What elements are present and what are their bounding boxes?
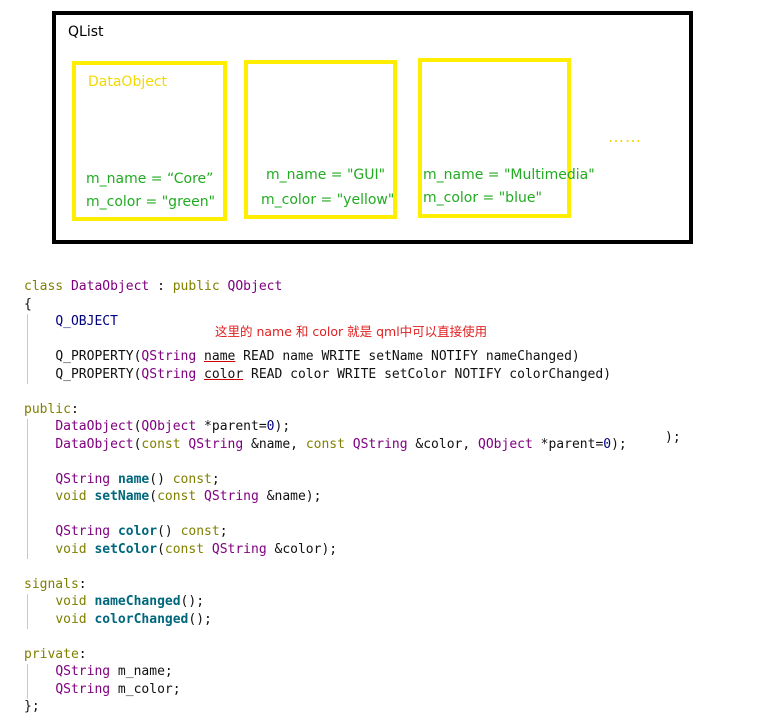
data-object-box-gui [244, 60, 397, 219]
code-line: QString m_name; [55, 664, 173, 679]
object1-color-prop: m_color = "green" [86, 194, 216, 210]
code-line: void nameChanged(); [55, 594, 205, 609]
code-line: QString color() const; [55, 524, 228, 539]
annotation-note: 这里的 name 和 color 就是 qml中可以直接使用 [215, 324, 488, 339]
code-line [24, 558, 627, 576]
stray-paren: ); [665, 430, 681, 445]
code-line [24, 453, 627, 471]
more-ellipsis: …… [608, 127, 642, 146]
code-line: class DataObject : public QObject [24, 279, 283, 294]
code-line: DataObject(QObject *parent=0); [55, 419, 291, 434]
code-line: Q_PROPERTY(QString name READ name WRITE … [55, 349, 580, 364]
code-line: void setName(const QString &name); [55, 489, 322, 504]
code-line: DataObject(const QString &name, const QS… [55, 436, 627, 452]
code-line: { [24, 296, 32, 312]
object1-name-prop: m_name = “Core” [86, 171, 214, 187]
object2-name-prop: m_name = "GUI" [266, 167, 386, 183]
indent-guide [27, 664, 28, 699]
code-line [24, 506, 627, 524]
object3-color-prop: m_color = "blue" [423, 190, 542, 206]
code-line: public: [24, 401, 79, 417]
qlist-title: QList [68, 24, 104, 40]
code-line: Q_PROPERTY(QString color READ color WRIT… [55, 366, 612, 382]
code-line: signals: [24, 576, 87, 592]
indent-guide [27, 594, 28, 629]
indent-guide [27, 419, 28, 559]
code-line: QString m_color; [55, 681, 181, 697]
code-line [24, 383, 627, 401]
code-line: Q_OBJECT [55, 314, 118, 329]
code-line: void setColor(const QString &color); [55, 541, 338, 557]
code-line: void colorChanged(); [55, 611, 212, 627]
object3-name-prop: m_name = "Multimedia" [423, 167, 595, 183]
data-object-box-core [72, 61, 227, 221]
code-line [24, 628, 627, 646]
code-line: }; [24, 699, 40, 714]
code-line: private: [24, 646, 87, 662]
qlist-container [52, 11, 693, 244]
indent-guide [27, 314, 28, 384]
data-object-box-multimedia [418, 58, 571, 218]
code-line: QString name() const; [55, 471, 220, 487]
data-object-title: DataObject [88, 74, 168, 90]
object2-color-prop: m_color = "yellow" [261, 192, 395, 208]
code-block: class DataObject : public QObject { Q_OBJ… [24, 278, 627, 716]
